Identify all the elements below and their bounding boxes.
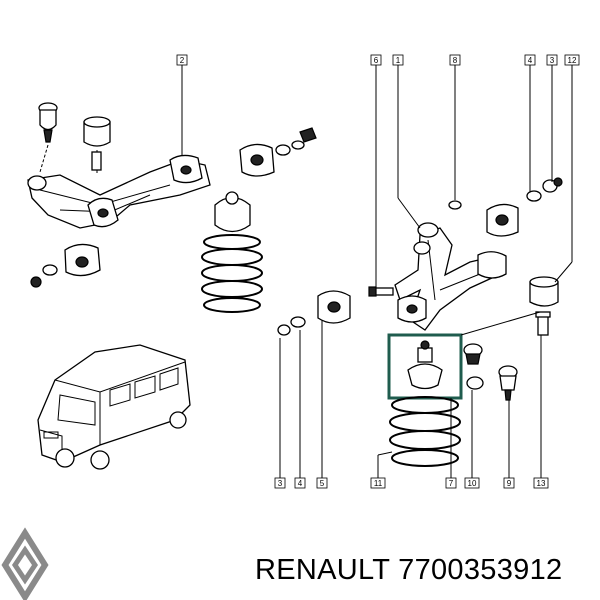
svg-text:6: 6: [374, 56, 379, 65]
svg-text:7: 7: [449, 479, 454, 488]
callout-4-bottom: 4: [294, 477, 306, 489]
part-number: 7700353912: [398, 554, 563, 586]
svg-text:13: 13: [537, 479, 546, 488]
callout-8: 8: [449, 54, 461, 66]
svg-text:4: 4: [528, 56, 533, 65]
svg-text:1: 1: [396, 56, 401, 65]
callout-11: 11: [370, 477, 386, 489]
svg-text:2: 2: [180, 56, 185, 65]
callout-10: 10: [464, 477, 480, 489]
callout-13: 13: [533, 477, 549, 489]
svg-text:3: 3: [278, 479, 283, 488]
svg-text:10: 10: [468, 479, 477, 488]
right-suspension-assembly: [277, 177, 563, 467]
svg-text:5: 5: [320, 479, 325, 488]
callout-5: 5: [316, 477, 328, 489]
svg-text:3: 3: [550, 56, 555, 65]
part-caption: RENAULT 7700353912: [255, 554, 595, 587]
callout-9: 9: [503, 477, 515, 489]
van-illustration: [37, 344, 191, 470]
svg-text:8: 8: [453, 56, 458, 65]
callout-12: 12: [564, 54, 580, 66]
leader-lines: [181, 64, 573, 478]
callout-1: 1: [392, 54, 404, 66]
svg-text:11: 11: [374, 479, 383, 488]
callout-3-top: 3: [546, 54, 558, 66]
brand-name: RENAULT: [255, 554, 390, 586]
callout-7: 7: [445, 477, 457, 489]
svg-text:9: 9: [507, 479, 512, 488]
renault-logo-icon: [1, 527, 49, 600]
svg-text:4: 4: [298, 479, 303, 488]
callout-3-bottom: 3: [274, 477, 286, 489]
svg-text:12: 12: [568, 56, 577, 65]
left-suspension-assembly: [27, 102, 317, 313]
callout-4-top: 4: [524, 54, 536, 66]
callout-2: 2: [176, 54, 188, 66]
callout-6: 6: [370, 54, 382, 66]
